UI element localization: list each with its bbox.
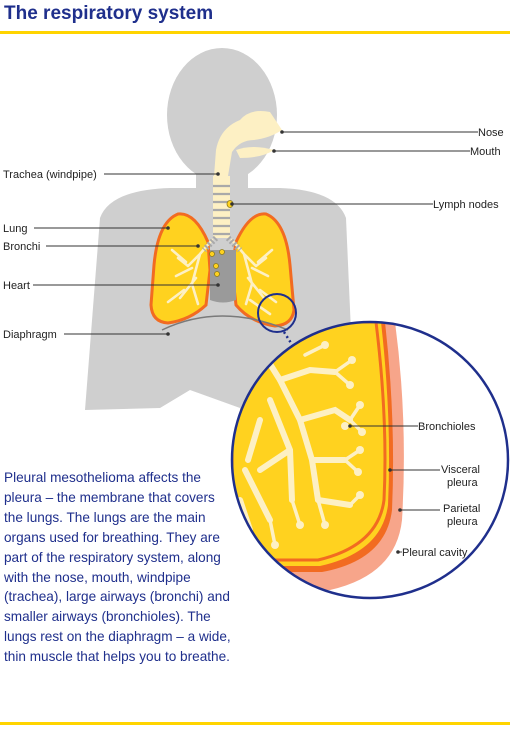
label-visceral-pleura-2: pleura xyxy=(447,477,478,489)
label-nose: Nose xyxy=(478,127,504,139)
label-pleural-cavity: Pleural cavity xyxy=(402,547,468,559)
label-parietal-pleura-2: pleura xyxy=(447,516,478,528)
label-heart: Heart xyxy=(3,280,30,292)
label-lymph-nodes: Lymph nodes xyxy=(433,199,499,211)
title-divider xyxy=(0,31,510,34)
page-title: The respiratory system xyxy=(4,3,214,24)
lymph-nodes xyxy=(209,200,234,277)
label-mouth: Mouth xyxy=(470,146,501,158)
heart-shape xyxy=(210,250,236,303)
leader-lines xyxy=(33,131,478,553)
trachea xyxy=(213,176,230,238)
zoom-detail xyxy=(230,320,510,600)
label-diaphragm: Diaphragm xyxy=(3,329,57,341)
label-visceral-pleura-1: Visceral xyxy=(441,464,480,476)
label-lung: Lung xyxy=(3,223,27,235)
label-parietal-pleura-1: Parietal xyxy=(443,503,480,515)
zoom-connector xyxy=(282,331,307,366)
lungs xyxy=(149,212,296,328)
label-trachea: Trachea (windpipe) xyxy=(3,169,97,181)
upper-airway xyxy=(214,111,282,176)
footer-divider xyxy=(0,722,510,725)
diaphragm-line xyxy=(161,315,289,331)
label-bronchi: Bronchi xyxy=(3,241,40,253)
label-bronchioles: Bronchioles xyxy=(418,421,476,433)
zoom-source-circle xyxy=(257,293,297,333)
description-text: Pleural mesothelioma affects the pleura … xyxy=(4,470,231,665)
